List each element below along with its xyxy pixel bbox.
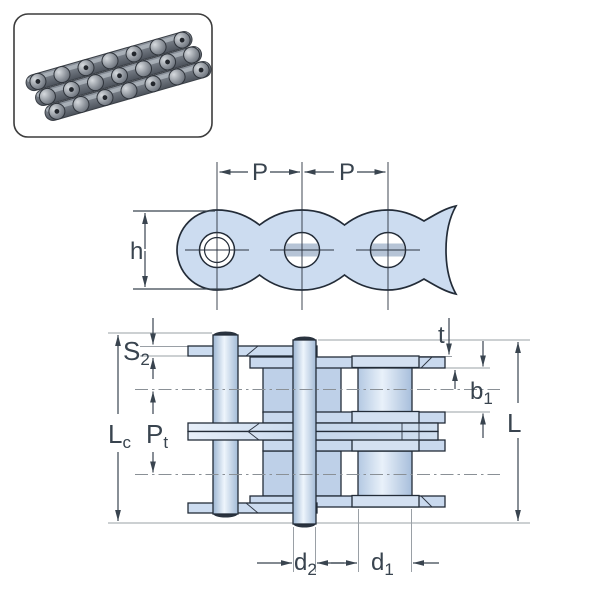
section-view: S2 Lc Pt t b1 L d2 [108, 318, 530, 579]
chain-strand [44, 60, 212, 121]
inner-plate-bar [249, 495, 446, 508]
d1-label: d1 [371, 549, 394, 579]
pitch-label-1: P [252, 159, 268, 186]
roller-flange [351, 438, 420, 452]
s2-label: S2 [123, 336, 150, 369]
chain-strand [25, 31, 193, 92]
b1-label: b1 [470, 378, 493, 408]
roller-bottom [357, 450, 413, 497]
side-view: P P h [130, 159, 458, 310]
dimension-l: L [507, 342, 521, 521]
dimension-t: t [438, 318, 458, 389]
roller-flange [351, 355, 420, 369]
inner-plate-bar [249, 356, 446, 369]
pitch-label-2: P [339, 159, 355, 186]
dimension-d1: d1 [331, 549, 439, 579]
dimension-lc: Lc [108, 335, 131, 521]
center-pin [292, 336, 317, 528]
extension-lines [108, 332, 530, 572]
triplex-roller-chain-photo [25, 31, 212, 121]
height-label: h [130, 238, 143, 265]
lc-label: Lc [108, 419, 131, 452]
dimension-b1: b1 [470, 341, 493, 438]
dimension-pt: Pt [146, 391, 168, 473]
centerlines [185, 162, 420, 310]
dimension-s2: S2 [123, 318, 156, 379]
d2-label: d2 [294, 549, 317, 579]
dimension-pitch-2: P [304, 159, 386, 186]
roller-flange [351, 410, 420, 424]
t-label: t [438, 322, 445, 349]
l-label: L [507, 408, 521, 438]
chain-strand [35, 46, 203, 107]
dimension-d2: d2 [257, 549, 344, 579]
dimension-pitch-1: P [219, 159, 300, 186]
roller-flange [351, 494, 420, 508]
photo-box [13, 13, 213, 138]
dimension-plate-height: h [130, 210, 233, 290]
pt-label: Pt [146, 419, 168, 452]
